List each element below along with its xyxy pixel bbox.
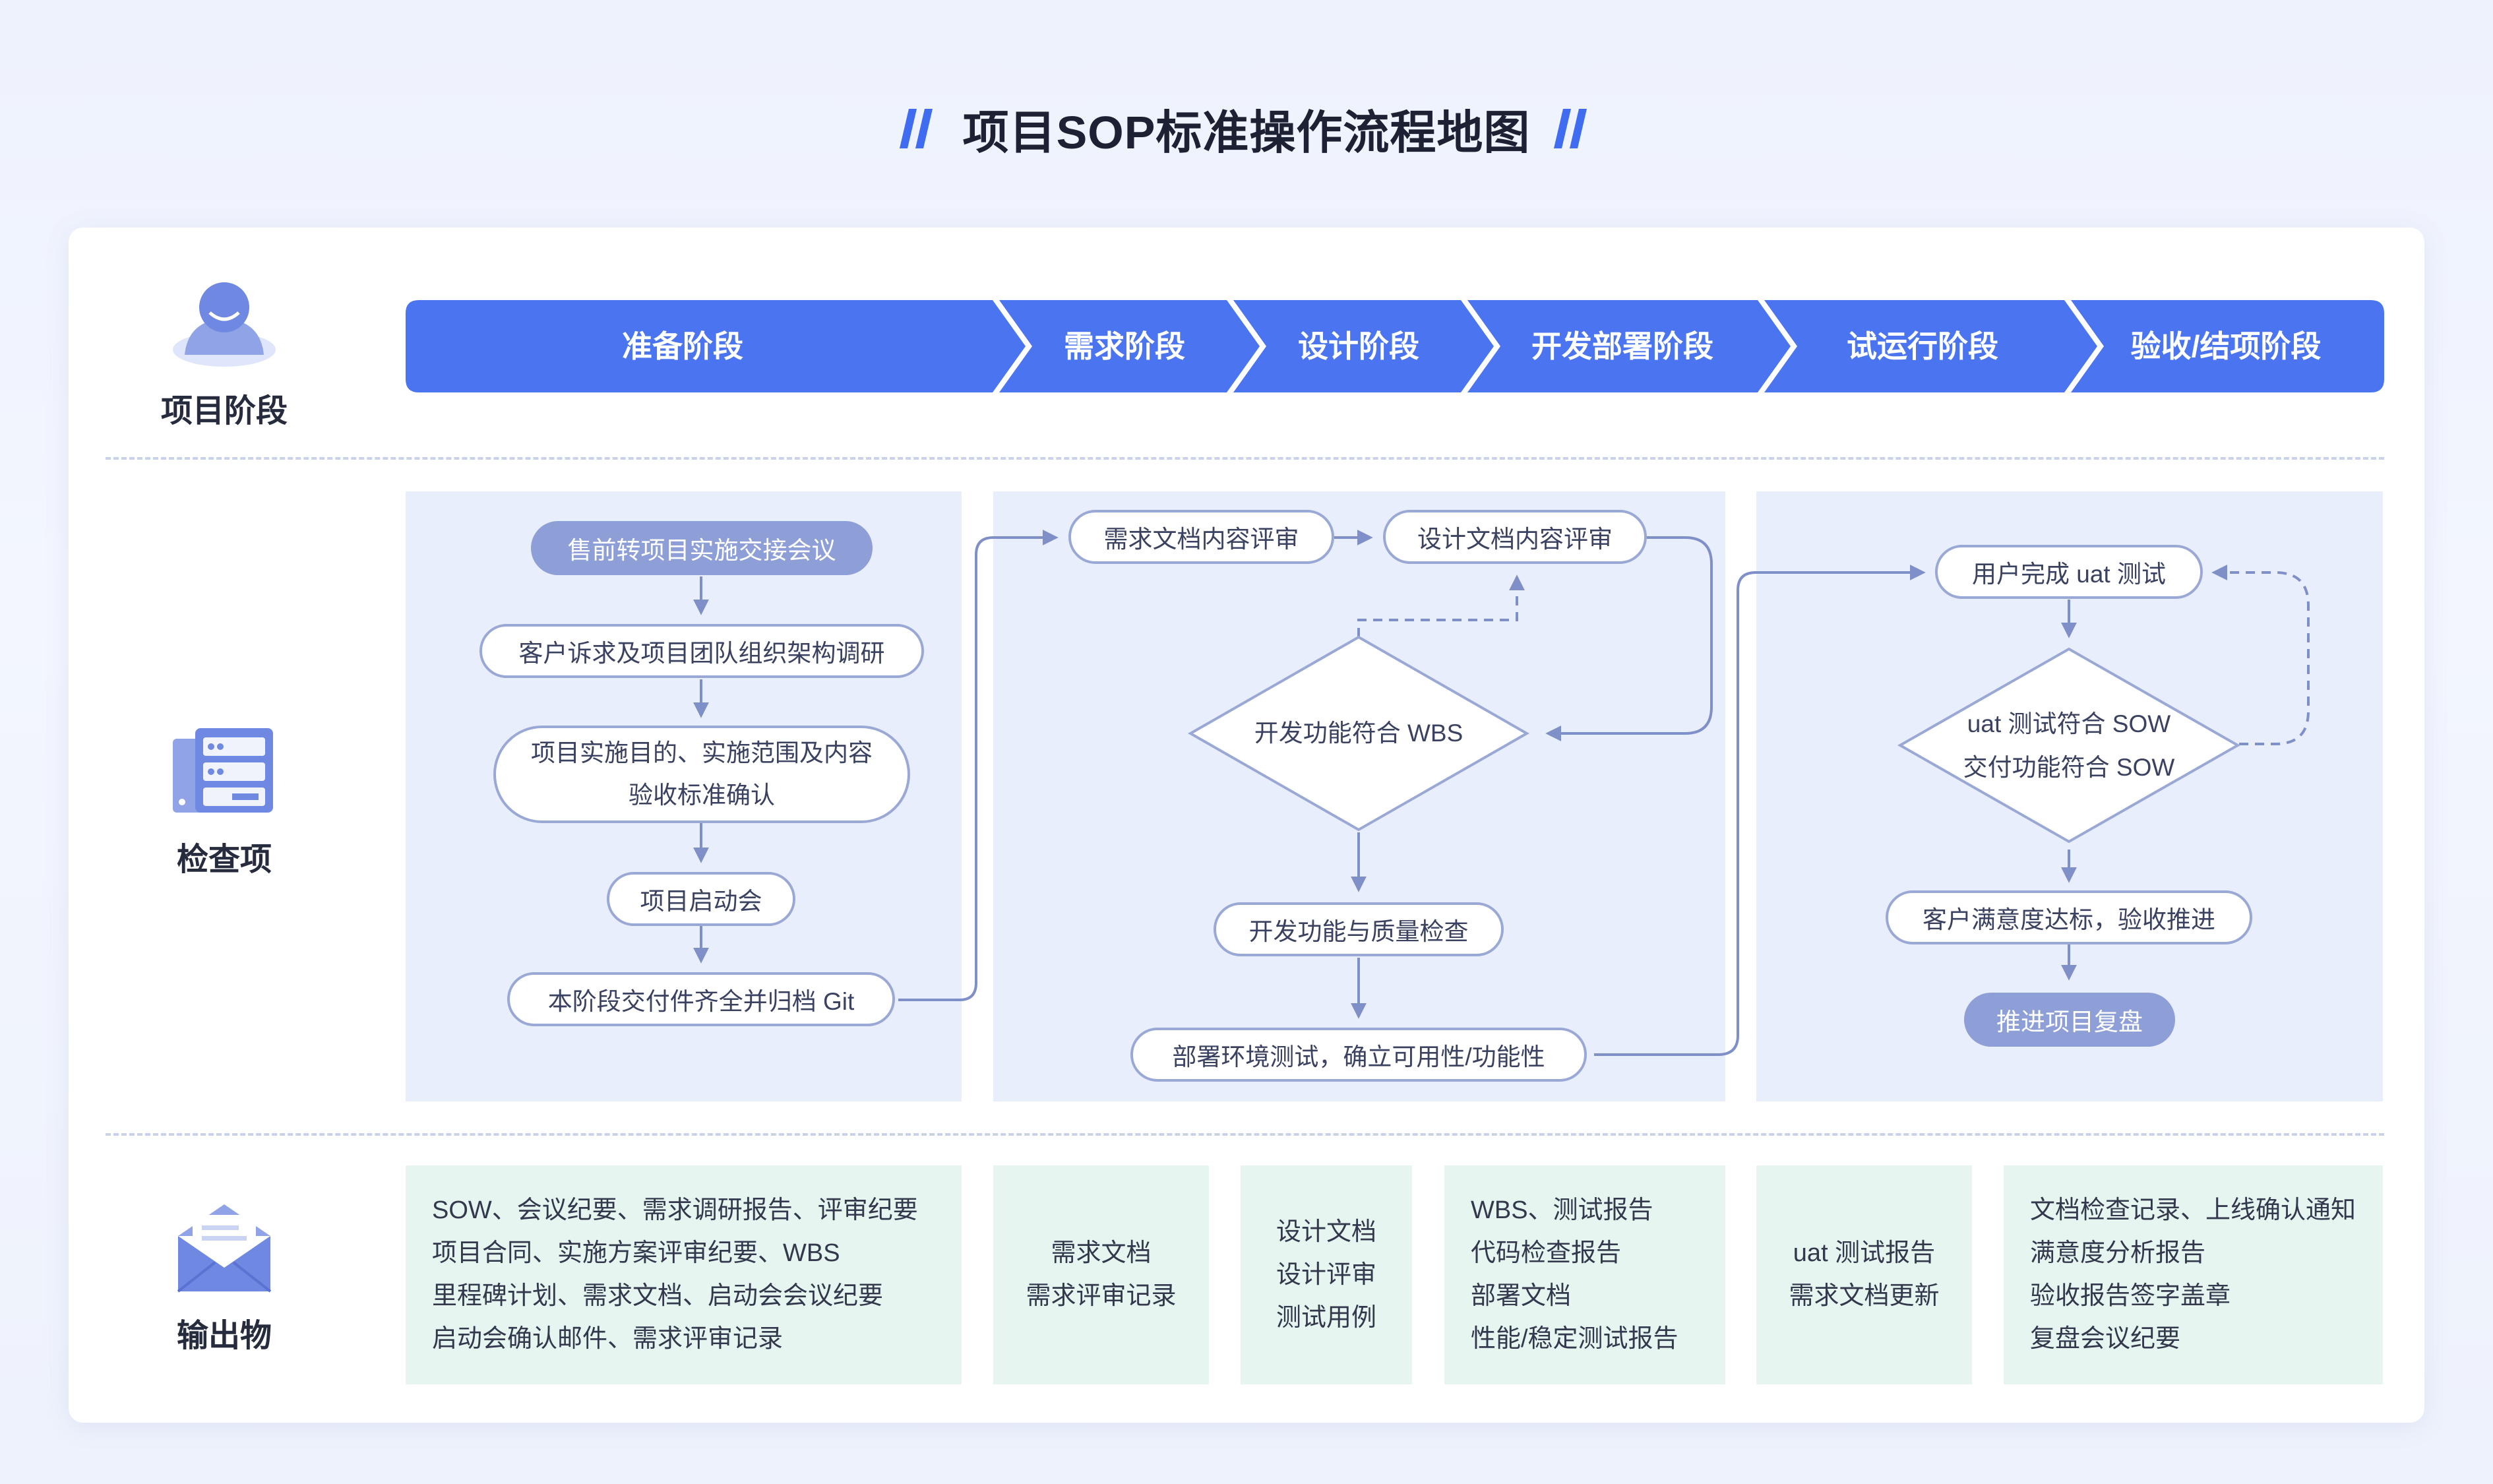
output-box: SOW、会议纪要、需求调研报告、评审纪要 项目合同、实施方案评审纪要、WBS 里… bbox=[406, 1165, 962, 1384]
double-slash-icon bbox=[899, 109, 933, 148]
output-box: WBS、测试报告 代码检查报告 部署文档 性能/稳定测试报告 bbox=[1444, 1165, 1725, 1384]
output-item: uat 测试报告 bbox=[1793, 1239, 1936, 1267]
output-item: 需求评审记录 bbox=[1026, 1282, 1177, 1310]
output-item: WBS、测试报告 bbox=[1471, 1196, 1653, 1224]
dashed-divider bbox=[106, 1133, 2384, 1136]
output-item: 文档检查记录、上线确认通知 bbox=[2030, 1196, 2356, 1224]
stage-chevron bbox=[2071, 300, 2384, 392]
stage-chevron bbox=[1467, 300, 1791, 392]
decision-text: uat 测试符合 SOW 交付功能符合 SOW bbox=[1937, 702, 2201, 789]
decision-text-line: 交付功能符合 SOW bbox=[1963, 754, 2175, 781]
stage-label: 试运行阶段 bbox=[1847, 329, 1998, 363]
output-item: 测试用例 bbox=[1276, 1303, 1376, 1332]
flow-node: 本阶段交付件齐全并归档 Git bbox=[507, 972, 895, 1026]
output-item: 里程碑计划、需求文档、启动会会议纪要 bbox=[432, 1282, 884, 1310]
flow-node-line: 验收标准确认 bbox=[629, 782, 775, 809]
stage-bar bbox=[406, 300, 2384, 392]
flow-node: 设计文档内容评审 bbox=[1383, 510, 1647, 564]
stage-chevron bbox=[406, 300, 1026, 392]
output-item: 性能/稳定测试报告 bbox=[1471, 1325, 1678, 1353]
flow-node: 项目启动会 bbox=[607, 872, 795, 926]
output-item: 满意度分析报告 bbox=[2030, 1239, 2206, 1267]
output-item: 需求文档更新 bbox=[1789, 1282, 1940, 1310]
output-box: 需求文档 需求评审记录 bbox=[993, 1165, 1209, 1384]
title-bar: 项目SOP标准操作流程地图 bbox=[0, 92, 2493, 165]
output-item: 设计评审 bbox=[1276, 1260, 1376, 1289]
output-item: SOW、会议纪要、需求调研报告、评审纪要 bbox=[432, 1196, 918, 1224]
output-item: 项目合同、实施方案评审纪要、WBS bbox=[432, 1239, 840, 1267]
stage-label: 验收/结项阶段 bbox=[2130, 329, 2322, 363]
decision-diamond bbox=[1897, 647, 2241, 844]
output-item: 验收报告签字盖章 bbox=[2030, 1282, 2231, 1310]
stage-label: 需求阶段 bbox=[1064, 329, 1185, 363]
output-item: 部署文档 bbox=[1471, 1282, 1572, 1310]
stage-chevron bbox=[1764, 300, 2097, 392]
dashed-divider bbox=[106, 457, 2384, 460]
server-icon bbox=[173, 728, 273, 813]
stage-label: 设计阶段 bbox=[1298, 329, 1419, 363]
flow-node: 需求文档内容评审 bbox=[1068, 510, 1334, 564]
output-item: 代码检查报告 bbox=[1471, 1239, 1622, 1267]
output-item: 复盘会议纪要 bbox=[2030, 1325, 2181, 1353]
user-icon bbox=[173, 282, 276, 367]
flow-node: 开发功能与质量检查 bbox=[1214, 902, 1504, 956]
flow-node: 客户诉求及项目团队组织架构调研 bbox=[479, 624, 924, 678]
output-item: 设计文档 bbox=[1276, 1218, 1376, 1246]
decision-text: 开发功能符合 WBS bbox=[1254, 720, 1463, 747]
output-box: uat 测试报告 需求文档更新 bbox=[1756, 1165, 1972, 1384]
flow-node: 推进项目复盘 bbox=[1964, 993, 2175, 1047]
output-item: 启动会确认邮件、需求评审记录 bbox=[432, 1325, 784, 1353]
row-label-outputs: 输出物 bbox=[176, 1318, 272, 1353]
flow-node-line: 项目实施目的、实施范围及内容 bbox=[531, 739, 873, 766]
decision-text-line: uat 测试符合 SOW bbox=[1967, 710, 2171, 737]
mail-icon bbox=[177, 1204, 272, 1293]
row-label-stages: 项目阶段 bbox=[160, 394, 288, 429]
stage-label: 开发部署阶段 bbox=[1531, 329, 1713, 363]
flow-node: 项目实施目的、实施范围及内容 验收标准确认 bbox=[493, 726, 910, 823]
row-label-checks: 检查项 bbox=[176, 842, 272, 877]
stage-label: 准备阶段 bbox=[622, 329, 743, 363]
output-item: 需求文档 bbox=[1051, 1239, 1152, 1267]
flow-node: 售前转项目实施交接会议 bbox=[531, 521, 873, 575]
decision-diamond bbox=[1187, 635, 1530, 832]
flow-node: 用户完成 uat 测试 bbox=[1935, 545, 2203, 599]
output-box: 文档检查记录、上线确认通知 满意度分析报告 验收报告签字盖章 复盘会议纪要 bbox=[2004, 1165, 2383, 1384]
flow-node: 部署环境测试，确立可用性/功能性 bbox=[1130, 1028, 1587, 1082]
stage-chevron bbox=[1233, 300, 1494, 392]
flow-node: 客户满意度达标，验收推进 bbox=[1886, 890, 2252, 944]
double-slash-icon bbox=[1554, 109, 1587, 148]
stage-chevron bbox=[999, 300, 1260, 392]
page-title: 项目SOP标准操作流程地图 bbox=[962, 106, 1531, 158]
output-box: 设计文档 设计评审 测试用例 bbox=[1241, 1165, 1412, 1384]
